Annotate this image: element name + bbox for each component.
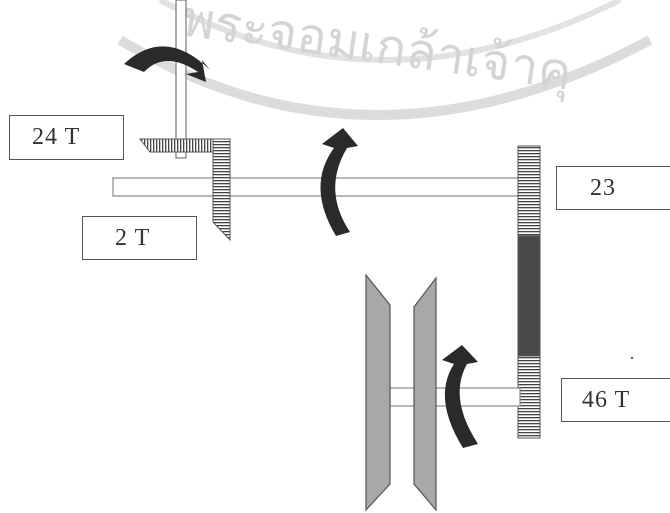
rotation-arrow-icon [124, 46, 210, 82]
spur-gear-column [517, 145, 541, 439]
gear-label-2t-text: 2 T [115, 224, 151, 251]
gear-label-2t: 2 T [82, 216, 197, 260]
gear-label-46t-text: 46 T [582, 386, 631, 413]
watermark: พระจอมเกล้าเจ้าคุ [117, 0, 653, 120]
watermark-text: พระจอมเกล้าเจ้าคุ [178, 0, 575, 103]
watermark-arc [117, 35, 653, 120]
gear-label-46t: 46 T [561, 378, 670, 422]
main-horizontal-shaft [112, 177, 526, 197]
vertical-shaft [175, 0, 187, 159]
stray-mark [630, 356, 634, 360]
gear-label-24t-text: 24 T [32, 124, 81, 150]
pulley-disc-left [365, 273, 391, 512]
spur-gear-23-upper [517, 145, 541, 237]
rotation-arrow-icon [442, 345, 478, 448]
spur-gear-dark-band [517, 235, 541, 357]
gear-label-23-text: 23 [590, 174, 616, 201]
spur-gear-46t-lower [517, 355, 541, 439]
rotation-arrow-icon [320, 128, 358, 236]
bevel-gear-2t [212, 138, 231, 242]
watermark-arc-inner [158, 0, 622, 63]
gear-label-24t: 24 T [9, 115, 124, 160]
gear-label-23: 23 [556, 166, 670, 210]
pulley-disc-right [413, 276, 437, 512]
